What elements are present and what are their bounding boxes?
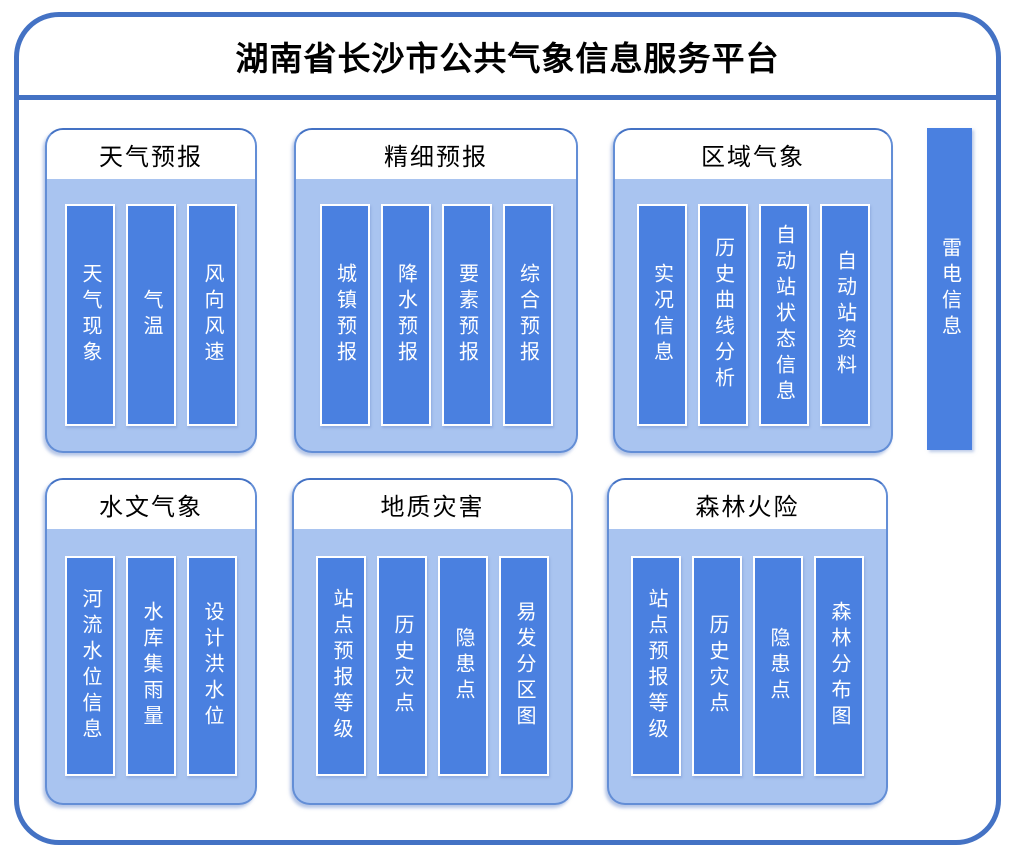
item-label: 气温 bbox=[140, 289, 162, 341]
item-bar: 综合预报 bbox=[502, 204, 553, 426]
item-label: 自动站资料 bbox=[833, 250, 856, 380]
title-bar: 湖南省长沙市公共气象信息服务平台 bbox=[19, 17, 996, 100]
item-label: 隐患点 bbox=[452, 627, 474, 705]
item-label: 降水预报 bbox=[394, 263, 417, 367]
item-label: 要素预报 bbox=[455, 263, 478, 367]
item-label: 站点预报等级 bbox=[645, 588, 667, 744]
item-label: 城镇预报 bbox=[333, 263, 356, 367]
item-bar: 设计洪水位 bbox=[187, 556, 237, 776]
panel-hydrological-meteorology-title: 水文气象 bbox=[47, 480, 255, 529]
item-bar: 河流水位信息 bbox=[65, 556, 115, 776]
panel-fine-forecast-title: 精细预报 bbox=[296, 130, 576, 179]
item-label: 隐患点 bbox=[767, 627, 789, 705]
lightning-info-label: 雷电信息 bbox=[938, 237, 961, 341]
item-label: 天气现象 bbox=[79, 263, 101, 367]
item-label: 风向风速 bbox=[201, 263, 223, 367]
item-bar: 隐患点 bbox=[438, 556, 488, 776]
item-label: 历史曲线分析 bbox=[711, 237, 734, 393]
item-bar: 要素预报 bbox=[441, 204, 492, 426]
item-label: 实况信息 bbox=[650, 263, 673, 367]
item-bar: 隐患点 bbox=[753, 556, 803, 776]
panel-forest-fire-risk-body: 站点预报等级 历史灾点 隐患点 森林分布图 bbox=[609, 529, 886, 803]
item-bar: 风向风速 bbox=[187, 204, 237, 426]
panel-geological-hazard-title: 地质灾害 bbox=[294, 480, 571, 529]
item-label: 河流水位信息 bbox=[79, 588, 101, 744]
item-bar: 水库集雨量 bbox=[126, 556, 176, 776]
panel-regional-meteorology-title: 区域气象 bbox=[615, 130, 891, 179]
panel-fine-forecast: 精细预报 城镇预报 降水预报 要素预报 综合预报 bbox=[294, 128, 578, 453]
item-label: 自动站状态信息 bbox=[772, 224, 795, 406]
item-bar: 天气现象 bbox=[65, 204, 115, 426]
item-bar: 降水预报 bbox=[380, 204, 431, 426]
item-label: 易发分区图 bbox=[513, 601, 535, 731]
panel-hydrological-meteorology: 水文气象 河流水位信息 水库集雨量 设计洪水位 bbox=[45, 478, 257, 805]
item-label: 站点预报等级 bbox=[330, 588, 352, 744]
item-label: 水库集雨量 bbox=[140, 601, 162, 731]
panel-forest-fire-risk: 森林火险 站点预报等级 历史灾点 隐患点 森林分布图 bbox=[607, 478, 888, 805]
item-bar: 站点预报等级 bbox=[631, 556, 681, 776]
panel-weather-forecast-body: 天气现象 气温 风向风速 bbox=[47, 179, 255, 451]
lightning-info-bar: 雷电信息 bbox=[927, 128, 972, 450]
panel-hydrological-meteorology-body: 河流水位信息 水库集雨量 设计洪水位 bbox=[47, 529, 255, 803]
item-bar: 森林分布图 bbox=[814, 556, 864, 776]
item-bar: 气温 bbox=[126, 204, 176, 426]
panel-weather-forecast-title: 天气预报 bbox=[47, 130, 255, 179]
item-bar: 易发分区图 bbox=[499, 556, 549, 776]
panel-fine-forecast-body: 城镇预报 降水预报 要素预报 综合预报 bbox=[296, 179, 576, 451]
item-bar: 自动站资料 bbox=[819, 204, 870, 426]
item-bar: 城镇预报 bbox=[319, 204, 370, 426]
panel-geological-hazard: 地质灾害 站点预报等级 历史灾点 隐患点 易发分区图 bbox=[292, 478, 573, 805]
panel-regional-meteorology: 区域气象 实况信息 历史曲线分析 自动站状态信息 自动站资料 bbox=[613, 128, 893, 453]
item-label: 森林分布图 bbox=[828, 601, 850, 731]
item-bar: 站点预报等级 bbox=[316, 556, 366, 776]
diagram-content: 天气预报 天气现象 气温 风向风速 精细预报 城镇预报 降水预报 要素预报 综合… bbox=[19, 100, 996, 840]
panel-weather-forecast: 天气预报 天气现象 气温 风向风速 bbox=[45, 128, 257, 453]
item-bar: 历史灾点 bbox=[692, 556, 742, 776]
panel-regional-meteorology-body: 实况信息 历史曲线分析 自动站状态信息 自动站资料 bbox=[615, 179, 891, 451]
item-bar: 历史曲线分析 bbox=[697, 204, 748, 426]
item-label: 综合预报 bbox=[516, 263, 539, 367]
item-bar: 历史灾点 bbox=[377, 556, 427, 776]
item-label: 设计洪水位 bbox=[201, 601, 223, 731]
item-bar: 实况信息 bbox=[636, 204, 687, 426]
item-bar: 自动站状态信息 bbox=[758, 204, 809, 426]
panel-geological-hazard-body: 站点预报等级 历史灾点 隐患点 易发分区图 bbox=[294, 529, 571, 803]
page-title: 湖南省长沙市公共气象信息服务平台 bbox=[235, 40, 780, 77]
diagram-frame: 湖南省长沙市公共气象信息服务平台 天气预报 天气现象 气温 风向风速 精细预报 … bbox=[14, 12, 1001, 845]
panel-forest-fire-risk-title: 森林火险 bbox=[609, 480, 886, 529]
item-label: 历史灾点 bbox=[706, 614, 728, 718]
item-label: 历史灾点 bbox=[391, 614, 413, 718]
